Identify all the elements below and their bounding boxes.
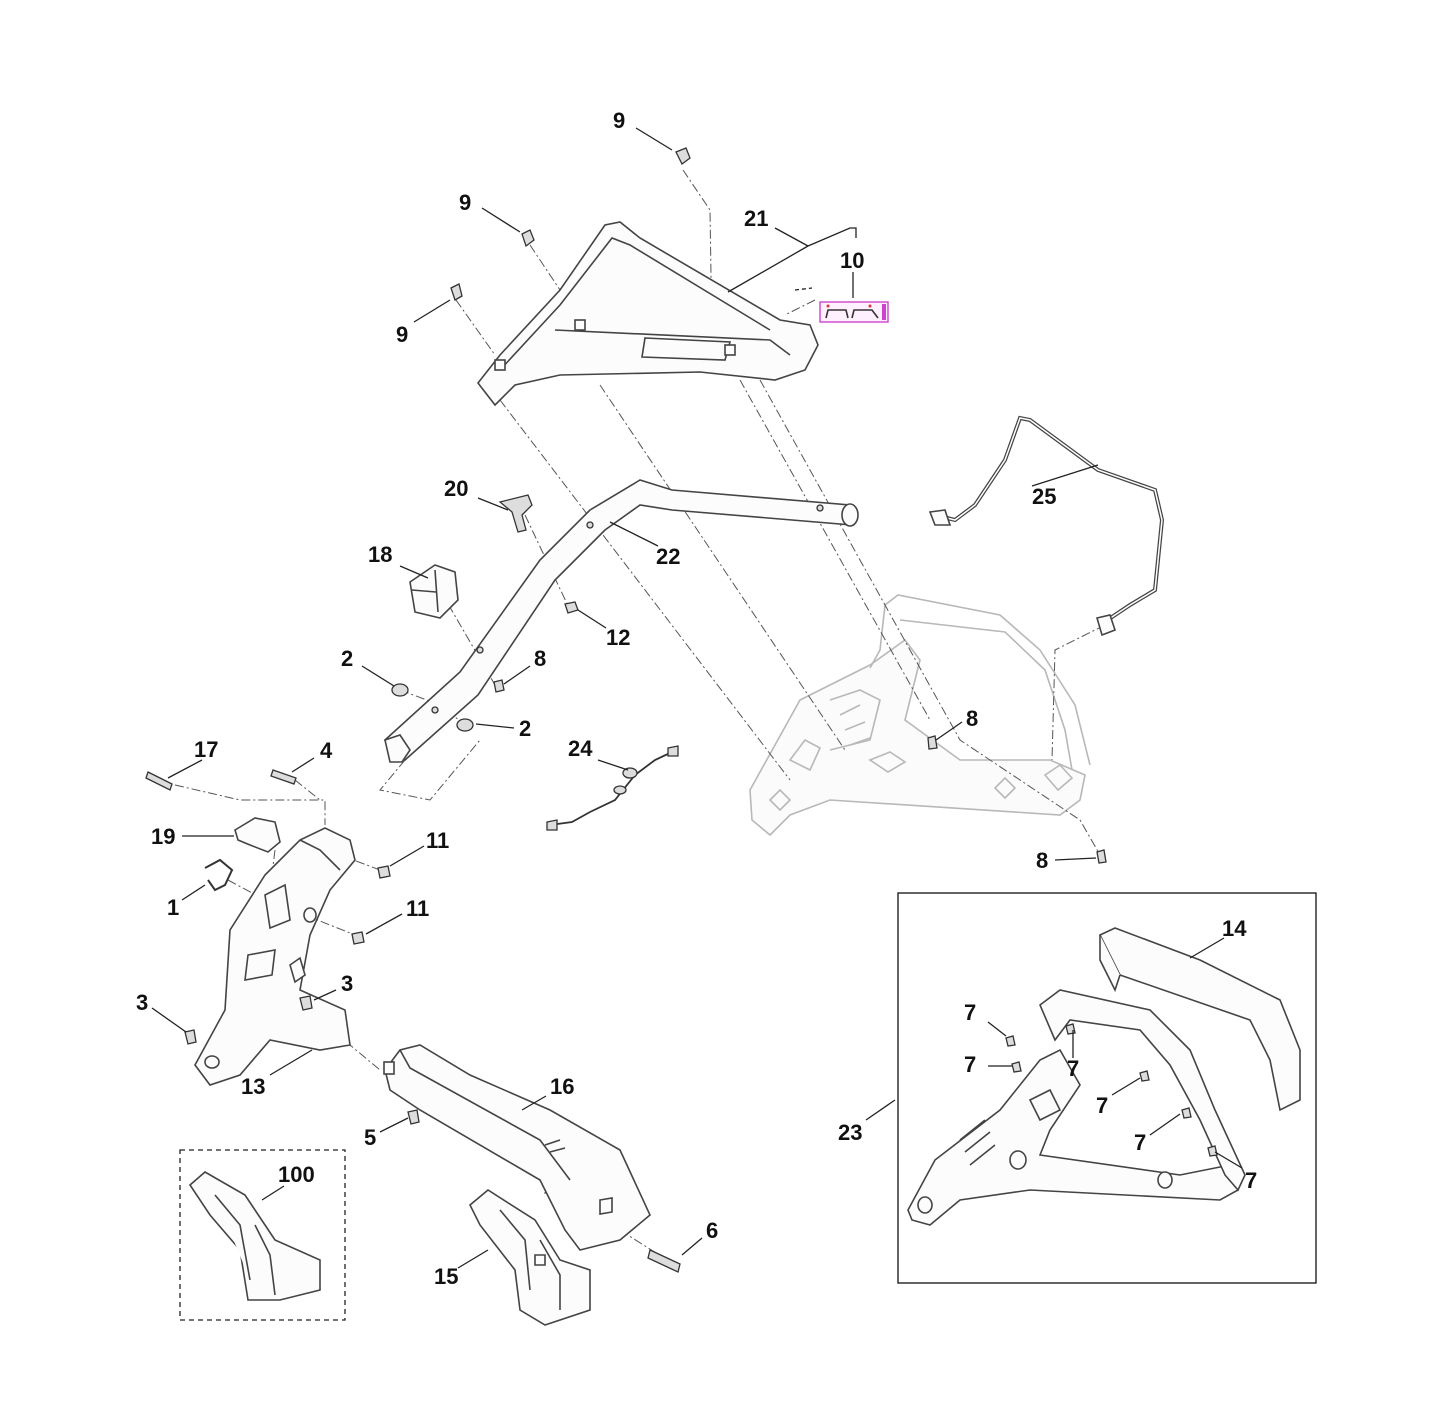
bolt-icon [647,1249,681,1273]
screw-icon [927,735,938,750]
handle-assembly-detail [907,927,1301,1226]
kit-100-box [179,1149,346,1321]
part-label: 20 [444,476,468,501]
part-label: 8 [1036,848,1048,873]
part-label: 11 [406,896,429,921]
part-label: 18 [368,542,392,567]
leader-lines [151,127,1243,1269]
screw-icon [299,995,313,1011]
kit-100-part [188,1171,321,1301]
part-label: 6 [706,1218,718,1243]
part-label: 9 [459,190,471,215]
part-label: 5 [364,1125,376,1150]
screw-icon [493,679,505,693]
lower-bracket-part [469,1189,591,1326]
part-label: 10 [840,248,864,273]
part-label: 15 [434,1264,458,1289]
bolt-icon [145,771,173,791]
part-label: 14 [1222,916,1247,941]
part-label: 4 [320,738,333,763]
part-label: 11 [426,828,449,853]
part-label: 24 [568,736,593,761]
washer-icon [456,718,474,732]
wire-harness-part [546,745,679,831]
part-label: 12 [606,625,630,650]
part-label: 7 [964,1000,976,1025]
decal-part [819,301,889,323]
part-labels: 9 9 9 21 10 25 20 22 18 12 2 8 2 8 17 4 … [136,108,1257,1289]
part-label: 16 [550,1074,574,1099]
screw-icon [450,147,691,301]
screw-icon [407,1109,420,1125]
ghost-handle-assembly [749,594,1091,837]
handle-bracket-part [234,817,281,853]
lower-tube-part [383,1044,651,1251]
nut-icon [564,601,579,614]
detail-box-23 [897,892,1317,1284]
nut-icon [351,931,365,945]
screw-icon [1096,849,1107,864]
part-label: 2 [341,646,353,671]
upper-handle-tube [383,479,859,763]
part-label: 7 [964,1052,976,1077]
part-label: 23 [838,1120,862,1145]
part-label: 7 [1067,1056,1079,1081]
spring-clip-part [204,858,234,892]
handle-console-cover [476,221,819,407]
part-label: 19 [151,824,175,849]
part-label: 100 [278,1162,315,1187]
bail-cable-part [934,415,1165,627]
lower-handle-bracket [194,827,356,1086]
nut-icon [377,865,391,879]
part-label: 9 [396,322,408,347]
part-label: 22 [656,544,680,569]
part-label: 17 [194,737,218,762]
part-label: 7 [1245,1168,1257,1193]
part-label: 8 [534,646,546,671]
part-label: 1 [167,895,179,920]
bolt-icon [270,769,297,785]
part-label: 2 [519,716,531,741]
part-label: 13 [241,1074,265,1099]
washer-icon [391,683,409,697]
part-label: 7 [1096,1093,1108,1118]
part-label: 8 [966,706,978,731]
part-label: 7 [1134,1130,1146,1155]
part-label: 9 [613,108,625,133]
lever-knob-icon [498,494,533,533]
part-label: 21 [744,206,768,231]
part-label: 3 [136,990,148,1015]
part-label: 3 [341,971,353,996]
screw-icon [184,1029,197,1045]
part-label: 25 [1032,484,1056,509]
